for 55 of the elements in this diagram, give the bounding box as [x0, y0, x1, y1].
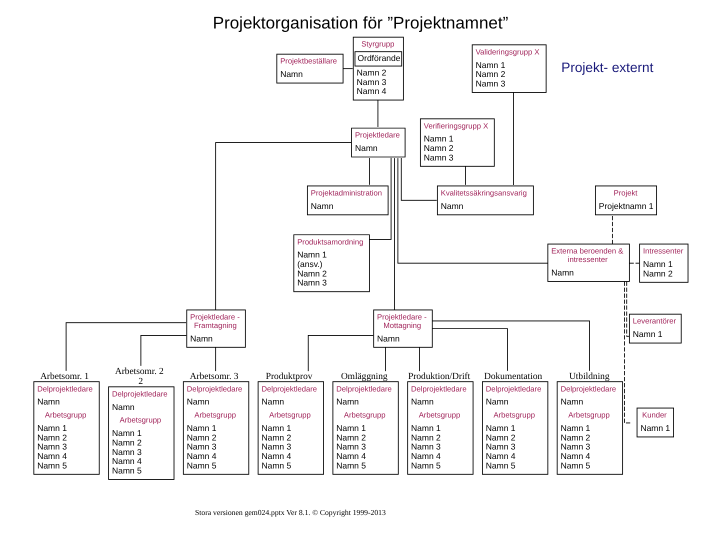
node-box: Kvalitetssäkringsansvarig Namn — [436, 185, 534, 216]
connector — [342, 68, 353, 70]
connector — [611, 215, 612, 244]
node-box: Projekt Projektnamn 1 — [594, 185, 657, 216]
connector — [214, 346, 216, 372]
node-box: Verifieringsgrupp X Namn 1 Namn 2 Namn 3 — [419, 118, 494, 167]
node-box: Kunder Namn 1 — [636, 408, 674, 438]
node-label: Arbetsomr. 3 — [189, 372, 238, 382]
node-box: Leverantörer Namn 1 — [628, 314, 682, 344]
node-box: Delprojektledare Namn Arbetsgrupp Namn 1 Namn 2 Namn 3 Namn 4 Namn 5 — [257, 381, 324, 475]
node-box: Projektadministration Namn — [306, 185, 388, 216]
connector — [377, 100, 378, 128]
node-label: Arbetsomr. 2 — [114, 366, 164, 377]
node-label: Utbildning — [568, 372, 610, 382]
node-box: Delprojektledare Namn Arbetsgrupp Namn 1 Namn 2 Namn 3 Namn 4 Namn 5 — [482, 381, 548, 475]
node-box: Produktsamordning Namn 1 (ansv.) Namn 2 Namn 3 — [292, 234, 370, 292]
node-label: Arbetsomr. 1 — [40, 372, 88, 382]
node-box: Delprojektledare Namn Arbetsgrupp Namn 1 Namn 2 Namn 3 Namn 4 Namn 5 — [406, 381, 473, 475]
connector — [307, 335, 374, 372]
node-label: Produktion/Drift — [408, 372, 470, 382]
connector — [431, 320, 590, 372]
node-box: Intressenter Namn 1 Namn 2 — [638, 244, 688, 283]
connector — [418, 346, 420, 372]
node-label: 2 — [138, 377, 142, 388]
connector — [464, 166, 466, 186]
connector — [368, 158, 370, 186]
node-box: Delprojektledare Namn Arbetsgrupp Namn 1 Namn 2 Namn 3 Namn 4 Namn 5 — [556, 381, 623, 475]
node-box: Projektledare - Framtagning Namn — [186, 310, 246, 348]
node-label: Omläggning — [340, 372, 388, 382]
connector — [368, 157, 391, 240]
diagram-title: Projektorganisation för ”Projektnamnet” — [212, 14, 508, 33]
node-box: Projektledare - Mottagning Namn — [372, 310, 432, 348]
node-label: Produktprov — [265, 372, 312, 382]
node-box: Externa beroenden & intressenter Namn — [546, 244, 630, 282]
node-label: Dokumentation — [484, 372, 542, 382]
connector — [396, 158, 548, 264]
connector — [65, 322, 186, 372]
connector — [214, 142, 352, 310]
connector — [140, 335, 186, 366]
node-box: Projektledare Namn — [350, 128, 406, 158]
node-box: Delprojektledare Namn Arbetsgrupp Namn 1 Namn 2 Namn 3 Namn 4 Namn 5 — [332, 381, 398, 475]
connector — [512, 92, 514, 186]
node-box: Projektbeställare Namn — [276, 54, 343, 84]
connector — [384, 346, 386, 372]
caption: Stora versionen gem024.pptx Ver 8.1. © Copyright 1999-2013 — [194, 508, 386, 517]
node-box: Valideringsgrupp X Namn 1 Namn 2 Namn 3 — [471, 44, 546, 93]
node-box: Delprojektledare Namn Arbetsgrupp Namn 1 Namn 2 Namn 3 Namn 4 Namn 5 — [108, 386, 174, 480]
node-box: Delprojektledare Namn Arbetsgrupp Namn 1 Namn 2 Namn 3 Namn 4 Namn 5 — [32, 381, 100, 475]
connector — [624, 281, 632, 424]
connector — [400, 158, 437, 201]
connector — [628, 262, 640, 264]
connector — [626, 281, 629, 337]
node-box: Delprojektledare Namn Arbetsgrupp Namn 1 Namn 2 Namn 3 Namn 4 Namn 5 — [182, 381, 249, 475]
connector — [431, 328, 508, 372]
label: Projekt- externt — [560, 60, 653, 75]
